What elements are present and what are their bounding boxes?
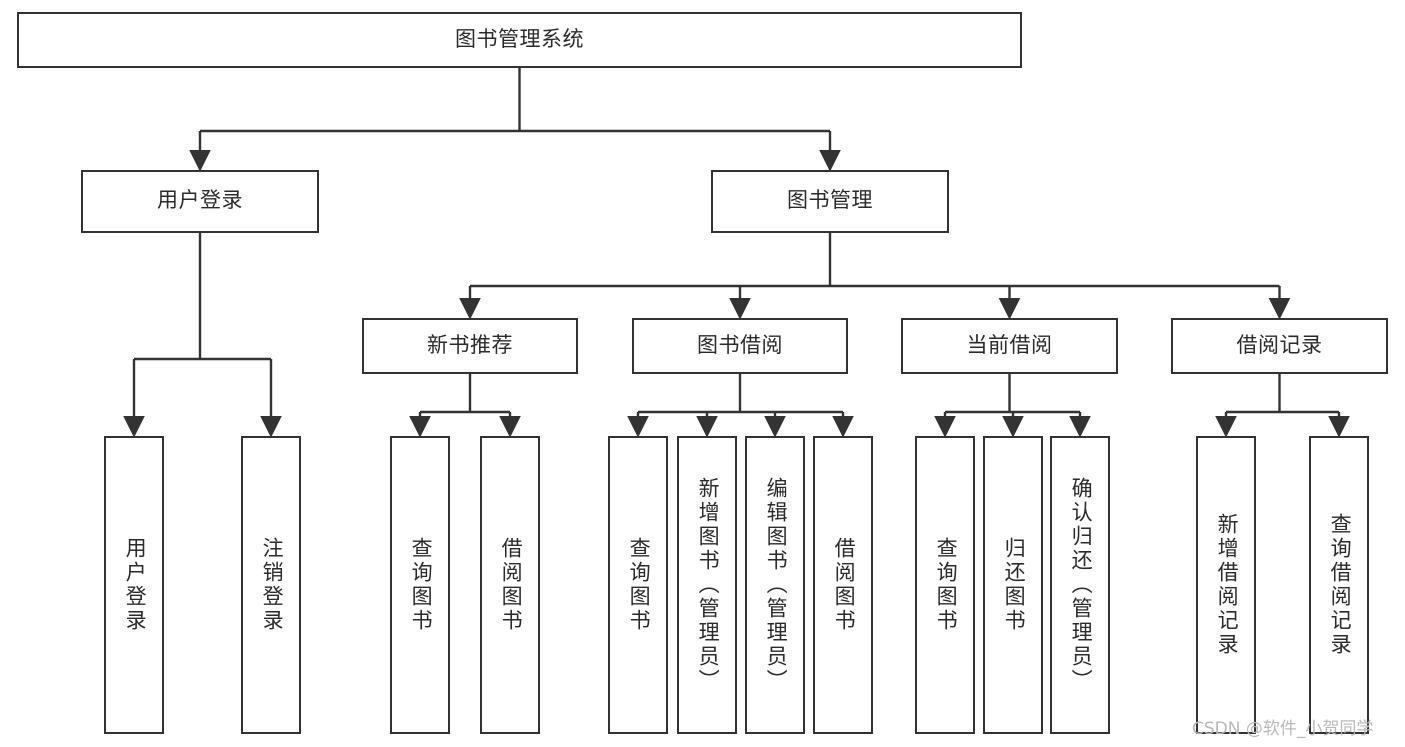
leaf-add-book-label: 新增图书（管理员） [696,477,720,693]
node-book-manage-label: 图书管理 [787,189,873,213]
leaf-query-book-recommend-label: 查询图书 [409,537,433,633]
leaf-edit-book-label: 编辑图书（管理员） [764,477,788,693]
leaf-user-login-label: 用户登录 [123,537,147,633]
node-root[interactable]: 图书管理系统 [17,12,1022,68]
node-current-borrow[interactable]: 当前借阅 [901,318,1118,374]
node-root-label: 图书管理系统 [455,27,584,51]
leaf-logout[interactable]: 注销登录 [241,436,301,734]
node-borrow-record-label: 借阅记录 [1236,333,1323,357]
leaf-query-book-recommend[interactable]: 查询图书 [390,436,450,734]
node-borrow-record[interactable]: 借阅记录 [1171,318,1388,374]
node-book-manage[interactable]: 图书管理 [711,170,949,233]
leaf-borrow-book-recommend[interactable]: 借阅图书 [480,436,540,734]
leaf-query-book-borrow[interactable]: 查询图书 [608,436,668,734]
watermark: CSDN @软件_小贺同学 [1192,719,1374,739]
leaf-logout-label: 注销登录 [260,537,284,633]
leaf-return-book[interactable]: 归还图书 [983,436,1043,734]
leaf-confirm-return[interactable]: 确认归还（管理员） [1050,436,1110,734]
node-new-book-recommend[interactable]: 新书推荐 [362,318,578,374]
leaf-return-book-label: 归还图书 [1002,537,1026,633]
leaf-confirm-return-label: 确认归还（管理员） [1069,477,1093,693]
node-user-login[interactable]: 用户登录 [81,170,319,233]
leaf-borrow-book[interactable]: 借阅图书 [813,436,873,734]
leaf-add-borrow-record[interactable]: 新增借阅记录 [1196,436,1256,734]
leaf-user-login[interactable]: 用户登录 [104,436,164,734]
leaf-query-book-borrow-label: 查询图书 [627,537,651,633]
leaf-add-borrow-record-label: 新增借阅记录 [1215,513,1239,657]
node-book-borrow-label: 图书借阅 [697,333,783,357]
node-user-login-label: 用户登录 [157,189,243,213]
leaf-borrow-book-label: 借阅图书 [832,537,856,633]
leaf-query-book-current-label: 查询图书 [934,537,958,633]
node-book-borrow[interactable]: 图书借阅 [632,318,848,374]
leaf-query-book-current[interactable]: 查询图书 [915,436,975,734]
leaf-query-borrow-record-label: 查询借阅记录 [1328,513,1352,657]
leaf-query-borrow-record[interactable]: 查询借阅记录 [1309,436,1369,734]
leaf-borrow-book-recommend-label: 借阅图书 [499,537,523,633]
node-new-book-recommend-label: 新书推荐 [427,333,513,357]
node-current-borrow-label: 当前借阅 [966,333,1053,357]
leaf-add-book[interactable]: 新增图书（管理员） [677,436,737,734]
leaf-edit-book[interactable]: 编辑图书（管理员） [745,436,805,734]
